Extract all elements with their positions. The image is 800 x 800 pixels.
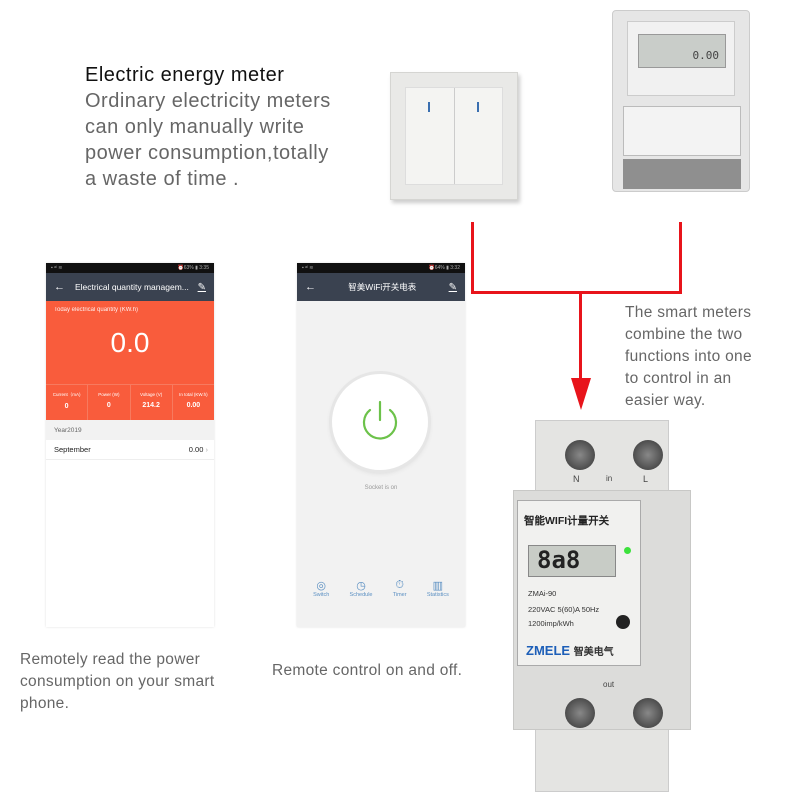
bar-chart-icon: ▥: [432, 580, 444, 592]
text-line: to control in an: [625, 370, 732, 387]
status-bar: ▪ ᵃˡ ≋ ⏰63% ▮ 3:35: [46, 263, 214, 273]
power-button[interactable]: [332, 374, 428, 470]
bottom-tabs: ◎Switch ◷Schedule ⏱Timer ▥Statistics: [303, 579, 459, 598]
connector-line: [679, 222, 682, 294]
text-line: Remotely read the power: [20, 651, 201, 668]
device-title: 智能WIFI计量开关: [524, 515, 610, 527]
terminal-screw: [633, 440, 663, 470]
tab-schedule[interactable]: ◷Schedule: [349, 580, 373, 598]
arrow-down-icon: [571, 378, 591, 410]
lcd-digits: 8a8: [537, 546, 581, 574]
phone-energy-screen: ▪ ᵃˡ ≋ ⏰63% ▮ 3:35 ← Electrical quantity …: [46, 263, 214, 627]
status-right: ⏰64% ▮ 3:32: [428, 265, 461, 271]
tab-statistics[interactable]: ▥Statistics: [426, 580, 449, 598]
today-label: Today electrical quantity (KW.h): [54, 307, 139, 313]
terminal-screw: [565, 440, 595, 470]
stat-total: In total (KW.h)0.00: [179, 392, 208, 409]
today-value: 0.0: [110, 327, 150, 358]
conventional-meter-image: 0.00: [612, 10, 750, 192]
screen-title: Electrical quantity managem...: [75, 282, 189, 292]
app-header: ← 智美WiFi开关电表 ✎: [297, 273, 465, 301]
status-left: ▪ ᵃˡ ≋: [51, 265, 63, 271]
stat-voltage: Voltage (V)214.2: [131, 385, 173, 420]
intro-text: Electric energy meter Ordinary electrici…: [85, 62, 331, 192]
status-bar: ▪ ᵃˡ ≋ ⏰64% ▮ 3:32: [297, 263, 465, 273]
device-rating: 220VAC 5(60)A 50Hz: [528, 605, 600, 614]
reset-button[interactable]: [616, 615, 630, 629]
intro-line: a waste of time .: [85, 168, 240, 190]
device-face: 智能WIFI计量开关 8a8 ZMAi-90 220VAC 5(60)A 50H…: [517, 500, 641, 666]
today-panel: Today electrical quantity (KW.h) 0.0 Cur…: [46, 301, 214, 420]
lcd-display: 8a8: [528, 545, 616, 577]
text-line: The smart meters: [625, 304, 752, 321]
terminal-label: L: [643, 474, 649, 484]
month-label: September: [54, 445, 91, 454]
stat-current: Current（mA)0: [46, 385, 89, 420]
tab-switch[interactable]: ◎Switch: [313, 580, 330, 598]
led-indicator: [624, 547, 631, 554]
edit-icon[interactable]: ✎: [197, 281, 206, 293]
socket-status: Socket is on: [364, 485, 398, 491]
phone-switch-screen: ▪ ᵃˡ ≋ ⏰64% ▮ 3:32 ← 智美WiFi开关电表 ✎ Socket …: [297, 263, 465, 627]
back-arrow-icon[interactable]: ←: [54, 281, 65, 293]
month-row[interactable]: September 0.00 ›: [46, 440, 214, 460]
text-line: functions into one: [625, 348, 752, 365]
stat-power: Power (W)0: [88, 385, 131, 420]
caption-remote-control: Remote control on and off.: [272, 662, 463, 679]
smart-meter-device: N L in 智能WIFI计量开关 8a8 ZMAi-90 220VAC 5(6…: [513, 420, 691, 792]
device-model: ZMAi-90: [528, 589, 557, 598]
intro-line: power consumption,totally: [85, 142, 329, 164]
connector-line: [471, 291, 682, 294]
switch-icon: ◎: [316, 580, 327, 592]
screen-title: 智美WiFi开关电表: [348, 282, 417, 292]
clock-icon: ◷: [356, 580, 366, 592]
back-arrow-icon[interactable]: ←: [305, 281, 316, 293]
stats-row: Current（mA)0 Power (W)0 Voltage (V)214.2…: [46, 384, 214, 420]
text-line: easier way.: [625, 392, 706, 409]
text-line: phone.: [20, 695, 70, 712]
edit-icon[interactable]: ✎: [448, 281, 457, 293]
power-icon: [362, 400, 398, 440]
intro-line: can only manually write: [85, 116, 305, 138]
caption-remote-read: Remotely read the power consumption on y…: [20, 649, 214, 715]
text-line: consumption on your smart: [20, 673, 215, 690]
status-left: ▪ ᵃˡ ≋: [302, 265, 314, 271]
tab-timer[interactable]: ⏱Timer: [392, 579, 407, 598]
wall-switch-image: [390, 72, 518, 200]
text-line: combine the two: [625, 326, 743, 343]
terminal-screw: [565, 698, 595, 728]
terminal-label: N: [573, 474, 580, 484]
connector-line: [579, 291, 582, 381]
chevron-right-icon: ›: [205, 445, 209, 454]
year-label: Year2019: [46, 420, 214, 440]
status-right: ⏰63% ▮ 3:35: [177, 265, 210, 271]
month-value: 0.00: [188, 445, 204, 454]
device-brand: ZMELE 智美电气: [526, 643, 614, 658]
terminal-label: out: [603, 680, 615, 689]
terminal-screw: [633, 698, 663, 728]
stopwatch-icon: ⏱: [395, 579, 404, 591]
smart-meter-text: The smart meters combine the two functio…: [625, 302, 752, 412]
intro-title: Electric energy meter: [85, 64, 285, 86]
connector-line: [471, 222, 474, 294]
device-constant: 1200imp/kWh: [528, 619, 574, 628]
terminal-label: in: [606, 474, 613, 483]
intro-line: Ordinary electricity meters: [85, 90, 331, 112]
app-header: ← Electrical quantity managem... ✎: [46, 273, 214, 301]
